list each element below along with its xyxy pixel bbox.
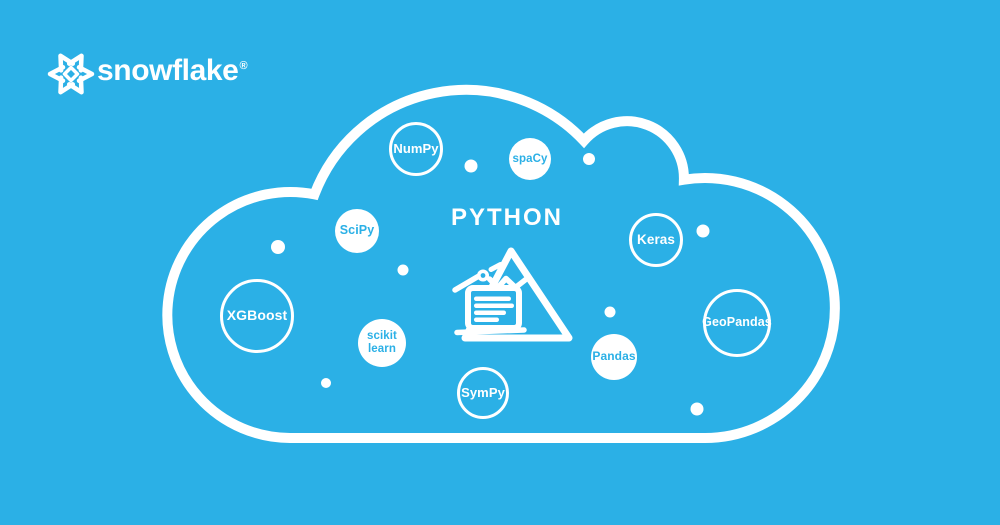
- decorative-dots: [271, 153, 710, 416]
- axe-handle: [452, 273, 481, 293]
- snowflake-arm: [58, 53, 76, 73]
- bubble-label: spaCy: [512, 152, 548, 165]
- bubble-label: scikit learn: [366, 330, 397, 355]
- snowflake-wordmark: snowflake®: [97, 54, 248, 87]
- snowflake-arm: [47, 65, 66, 83]
- decorative-dot: [604, 306, 616, 318]
- axe-pick-dash: [488, 262, 503, 272]
- decorative-dot: [690, 402, 704, 416]
- decorative-dot: [696, 224, 710, 238]
- snowflake-arms: [47, 53, 95, 95]
- bubble-label: XGBoost: [226, 307, 288, 324]
- bubble-label: SymPy: [461, 384, 505, 400]
- decorative-dot: [321, 378, 331, 388]
- decorative-dot: [583, 153, 595, 165]
- python-title: PYTHON: [450, 204, 564, 231]
- bubble-numpy: NumPy: [389, 122, 443, 176]
- bubble-scikit-learn: scikit learn: [358, 319, 406, 367]
- snowflake-arm: [66, 75, 84, 95]
- brand-name: snowflake: [97, 54, 239, 87]
- snowcap-zigzag: [486, 275, 530, 291]
- axe-pivot-ring: [476, 269, 489, 282]
- snowflake-arm: [66, 53, 84, 73]
- bubble-spacy: spaCy: [509, 138, 551, 180]
- cloud-outline: [162, 84, 840, 443]
- decorative-dot: [464, 159, 478, 173]
- bubble-pandas: Pandas: [591, 334, 637, 380]
- snowflake-arm: [76, 65, 95, 83]
- bubble-geopandas: GeoPandas: [702, 289, 772, 357]
- snowflake-arm: [58, 75, 76, 95]
- snowflake-logo-icon: [47, 53, 95, 95]
- bubble-sympy: SymPy: [457, 367, 509, 419]
- bubble-label: NumPy: [393, 140, 439, 156]
- python-mountain-icon: [452, 247, 573, 342]
- decorative-dot: [271, 240, 285, 254]
- registered-mark: ®: [239, 60, 248, 72]
- bubble-label: Keras: [636, 231, 676, 247]
- bubble-keras: Keras: [629, 213, 683, 267]
- bubble-label: SciPy: [339, 223, 375, 238]
- bubble-xgboost: XGBoost: [220, 279, 294, 353]
- bubble-label: Pandas: [592, 349, 636, 364]
- snowflake-center-diamond: [62, 65, 80, 83]
- bubble-scipy: SciPy: [335, 209, 379, 253]
- bubble-label: GeoPandas: [702, 315, 772, 330]
- checklist-lines: [474, 296, 514, 322]
- decorative-dot: [397, 264, 409, 276]
